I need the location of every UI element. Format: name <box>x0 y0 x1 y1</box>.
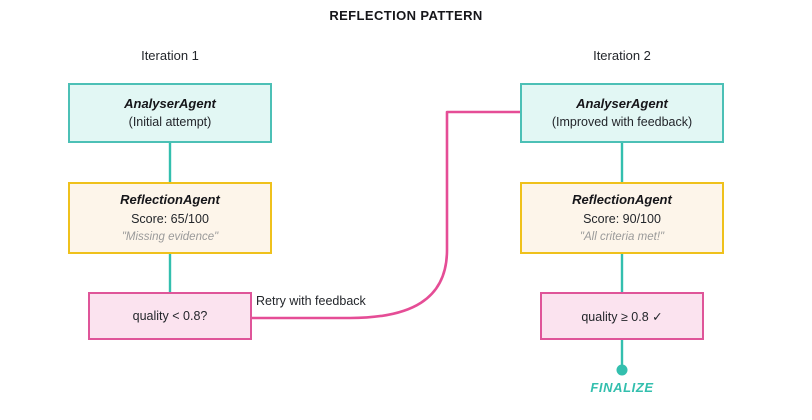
node-analyser-agent-iteration-2[interactable]: AnalyserAgent (Improved with feedback) <box>520 83 724 143</box>
node-quality-gate-iteration-1[interactable]: quality < 0.8? <box>88 292 252 340</box>
column-label-iteration-2: Iteration 2 <box>593 48 651 63</box>
node-reflection-agent-iteration-1[interactable]: ReflectionAgent Score: 65/100 "Missing e… <box>68 182 272 254</box>
node-title: AnalyserAgent <box>576 95 668 111</box>
node-title: AnalyserAgent <box>124 95 216 111</box>
node-quote: "Missing evidence" <box>121 230 219 243</box>
node-subtitle: (Improved with feedback) <box>551 115 693 130</box>
edge-label-retry-with-feedback: Retry with feedback <box>256 294 366 308</box>
node-analyser-agent-iteration-1[interactable]: AnalyserAgent (Initial attempt) <box>68 83 272 143</box>
gate-condition-label: quality ≥ 0.8 ✓ <box>581 309 663 324</box>
node-quote: "All criteria met!" <box>579 230 665 243</box>
node-quality-gate-iteration-2[interactable]: quality ≥ 0.8 ✓ <box>540 292 704 340</box>
node-score: Score: 90/100 <box>583 211 661 226</box>
column-label-iteration-1: Iteration 1 <box>141 48 199 63</box>
finalize-dot <box>616 364 628 376</box>
node-title: ReflectionAgent <box>120 192 220 208</box>
gate-condition-label: quality < 0.8? <box>132 309 208 323</box>
finalize-label: FINALIZE <box>590 380 654 395</box>
node-reflection-agent-iteration-2[interactable]: ReflectionAgent Score: 90/100 "All crite… <box>520 182 724 254</box>
edge-retry-feedback <box>250 110 522 320</box>
node-score: Score: 65/100 <box>131 211 209 226</box>
node-title: ReflectionAgent <box>572 192 672 208</box>
node-subtitle: (Initial attempt) <box>128 115 212 130</box>
page-title: REFLECTION PATTERN <box>329 8 483 23</box>
